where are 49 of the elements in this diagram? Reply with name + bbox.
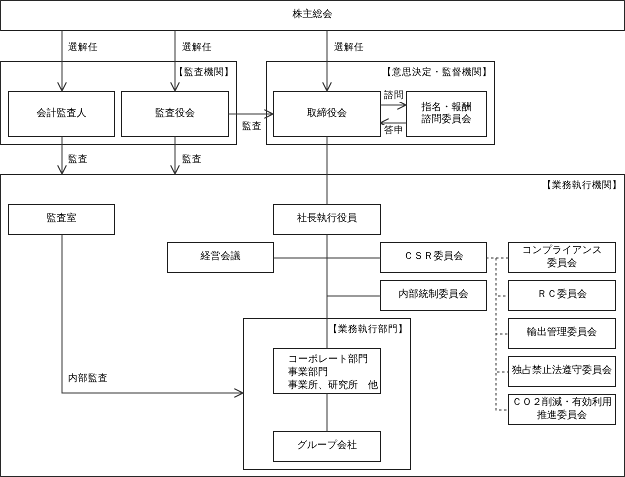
group-frame [266, 61, 495, 145]
connector-line [326, 136, 328, 204]
org-box: 会計監査人 [8, 91, 115, 137]
arrow [170, 30, 180, 92]
org-box: ＲＣ委員会 [508, 280, 616, 311]
department-box [273, 348, 381, 394]
arrow [322, 30, 332, 92]
edge-label: 監査 [241, 121, 263, 133]
connector-line [326, 234, 328, 348]
edge-label: 内部監査 [67, 373, 109, 385]
org-box: 内部統制委員会 [380, 280, 487, 311]
connector-line [326, 392, 328, 432]
arrow [62, 234, 244, 398]
list-item: コーポレート部門 [288, 353, 368, 366]
edge-label: 監査 [67, 154, 89, 166]
group-frame [0, 174, 625, 477]
org-box: コンプライアンス委員会 [508, 242, 616, 273]
org-box: 経営会議 [167, 242, 274, 273]
org-box: 社長執行役員 [273, 204, 381, 235]
group-heading: 【監査機関】 [174, 66, 234, 79]
org-box: ＣＳＲ委員会 [380, 242, 487, 273]
group-heading: 【業務執行部門】 [328, 323, 408, 336]
list-item: 事業所、研究所 他 [288, 379, 378, 392]
org-box: 輸出管理委員会 [508, 318, 616, 349]
org-box: 監査役会 [121, 91, 229, 137]
edge-label: 答申 [383, 125, 405, 137]
org-box: 指名・報酬諮問委員会 [406, 91, 487, 137]
arrow [56, 30, 68, 92]
org-box: 監査室 [8, 204, 115, 235]
connector-line [486, 258, 508, 410]
arrow [56, 136, 68, 175]
edge-label: 選解任 [181, 42, 213, 54]
group-frame [243, 318, 411, 470]
org-box: 株主総会 [0, 0, 625, 31]
group-heading: 【意思決定・監督機関】 [382, 66, 492, 79]
group-frame [0, 61, 237, 145]
org-box: 取締役会 [273, 91, 381, 137]
edge-label: 諮問 [383, 90, 405, 102]
org-box: グループ会社 [273, 431, 381, 462]
arrow [380, 100, 407, 110]
list-item: 事業部門 [288, 366, 328, 379]
edge-label: 選解任 [333, 42, 365, 54]
org-box: ＣＯ２削減・有効利用推進委員会 [508, 394, 616, 425]
edge-label: 監査 [181, 154, 203, 166]
edge-label: 選解任 [67, 42, 99, 54]
arrow [170, 136, 180, 175]
group-heading: 【業務執行機関】 [542, 179, 622, 192]
org-box: 独占禁止法遵守委員会 [508, 356, 616, 387]
arrow [228, 108, 274, 120]
